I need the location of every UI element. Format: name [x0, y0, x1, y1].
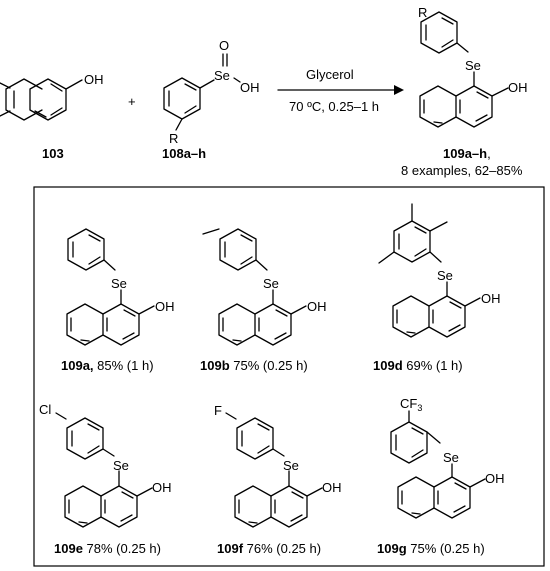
seleninic-se-label: Se: [214, 68, 230, 83]
example-109g-yield: 75% (0.25 h): [407, 541, 485, 556]
product-summary: 8 examples, 62–85%: [401, 163, 523, 178]
example-109g-caption: 109g 75% (0.25 h): [377, 541, 485, 556]
example-109f-caption: 109f 76% (0.25 h): [217, 541, 321, 556]
reaction-arrow: [277, 85, 404, 95]
example-109b-yield: 75% (0.25 h): [230, 358, 308, 373]
example-109g-se: Se: [443, 450, 459, 465]
reagent-108-structure: O Se OH R: [163, 38, 260, 146]
plus-sign: +: [128, 94, 136, 109]
example-109b-oh: OH: [307, 299, 327, 314]
example-109e-id: 109e: [54, 541, 83, 556]
seleninic-oh-label: OH: [240, 80, 260, 95]
example-109e-yield: 78% (0.25 h): [83, 541, 161, 556]
example-109a-yield: 85% (1 h): [94, 358, 154, 373]
example-109b-caption: 109b 75% (0.25 h): [200, 358, 308, 373]
example-109g-cf: CF: [400, 396, 417, 411]
example-109a-oh: OH: [155, 299, 175, 314]
example-109b-se: Se: [263, 276, 279, 291]
reagent-108-id: 108a–h: [162, 146, 206, 161]
example-109f-id: 109f: [217, 541, 244, 556]
example-109a-caption: 109a, 85% (1 h): [61, 358, 154, 373]
product-109-structure: R Se OH: [418, 5, 528, 128]
reagent-108-r-label: R: [169, 131, 178, 146]
example-109e-oh: OH: [152, 480, 172, 495]
seleninic-oxygen-label: O: [219, 38, 229, 53]
reagent-103-id: 103: [42, 146, 64, 161]
reagent-103-structure: OH: [0, 72, 104, 121]
reagent-103-oh-label: OH: [84, 72, 104, 87]
example-109a-id: 109a: [61, 358, 91, 373]
example-109f-f: F: [214, 403, 222, 418]
example-109e-se: Se: [113, 458, 129, 473]
example-109d-se: Se: [437, 268, 453, 283]
example-109g-cf3: CF3: [400, 396, 422, 413]
example-109a-sep: ,: [90, 358, 94, 373]
example-109b-id: 109b: [200, 358, 230, 373]
example-109f-yield: 76% (0.25 h): [243, 541, 321, 556]
example-109e-cl: Cl: [39, 402, 51, 417]
example-109e-structure: Cl Se OH: [39, 402, 172, 528]
example-109a-se: Se: [111, 276, 127, 291]
product-oh-label: OH: [508, 80, 528, 95]
example-109d-structure: Se OH: [378, 203, 501, 338]
example-109d-oh: OH: [481, 291, 501, 306]
example-109f-se: Se: [283, 458, 299, 473]
example-109g-oh: OH: [485, 471, 505, 486]
product-id-line: 109a–h,: [443, 146, 491, 161]
product-r-label: R: [418, 5, 427, 20]
example-109g-structure: CF3 Se OH: [390, 396, 505, 519]
product-id-suffix: ,: [487, 146, 491, 161]
example-109f-oh: OH: [322, 480, 342, 495]
example-109a-structure: Se OH: [66, 228, 175, 346]
example-109d-id: 109d: [373, 358, 403, 373]
example-109g-id: 109g: [377, 541, 407, 556]
example-109d-caption: 109d 69% (1 h): [373, 358, 463, 373]
product-se-label: Se: [465, 58, 481, 73]
example-109e-caption: 109e 78% (0.25 h): [54, 541, 161, 556]
example-109b-structure: Se OH: [202, 228, 327, 346]
examples-box: [33, 186, 545, 567]
reaction-condition-solvent: Glycerol: [306, 67, 354, 82]
reaction-condition-temp-time: 70 ºC, 0.25–1 h: [289, 99, 379, 114]
example-109d-yield: 69% (1 h): [403, 358, 463, 373]
example-109f-structure: F Se OH: [214, 403, 342, 528]
example-109g-cf3-subscript: 3: [417, 403, 422, 413]
product-id: 109a–h: [443, 146, 487, 161]
